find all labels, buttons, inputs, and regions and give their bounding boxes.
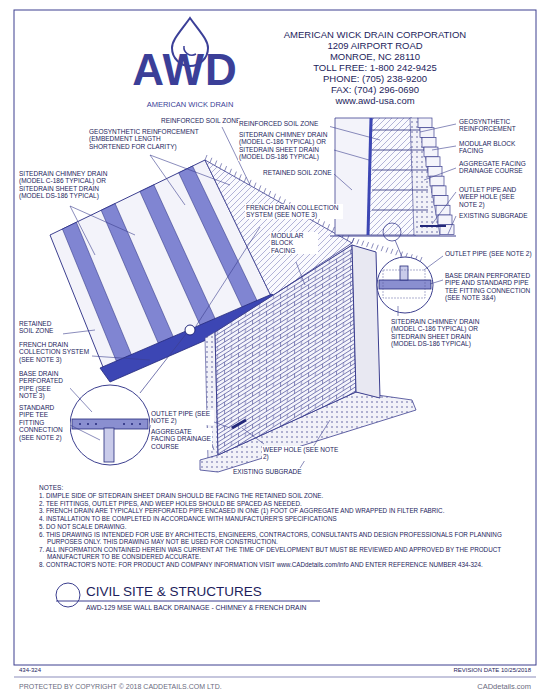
logo-tagline: AMERICAN WICK DRAIN [115,101,265,110]
detail-marker [185,325,195,335]
note-text: 2. TEE FITTINGS, OUTLET PIPES, AND WEEP … [38,500,508,507]
callout-label: SITEDRAIN CHIMNEY DRAIN (MODEL C-186 TYP… [390,318,490,348]
outlet-pipe [232,420,246,428]
callout-label: EXISTING SUBGRADE [232,468,322,475]
drawing-subtitle: AWD-129 MSE WALL BACK DRAINAGE - CHIMNEY… [85,604,385,612]
callout-label: SITEDRAIN CHIMNEY DRAIN (MODEL C-186 TYP… [18,170,118,200]
logo-wordmark: AWD [120,48,250,92]
notes-heading: NOTES: [38,484,98,491]
company-city: MONROE, NC 28110 [270,52,480,63]
note-text: 6. THIS DRAWING IS INTENDED FOR USE BY A… [38,531,508,545]
callout-label: OUTLET PIPE (SEE NOTE 2) [150,410,214,425]
revision-date: REVISION DATE 10/25/2018 [380,667,532,674]
inset-chimney-drain [368,118,371,235]
callout-label: RETAINED SOIL ZONE [18,320,63,335]
callout-label: OUTLET PIPE AND WEEP HOLE (SEE NOTE 2) [458,186,534,208]
inset-detail-circle [377,257,433,313]
callout-label: FRENCH DRAIN COLLECTION SYSTEM (SEE NOTE… [18,341,92,363]
company-phone: PHONE: (705) 238-9200 [270,74,480,85]
perforated-pipe [72,419,148,429]
note-text: 3. FRENCH DRAIN ARE TYPICALLY PERFORATED… [38,507,508,514]
modular-block-wall [215,245,356,455]
callout-label: BASE DRAIN PERFORATED PIPE AND STANDARD … [444,272,534,302]
callout-label: AGGREGATE FACING DRAINAGE COURSE [150,428,212,450]
callout-label: SITEDRAIN CHIMNEY DRAIN (MODEL C-186 TYP… [238,131,334,161]
inset-reinforced-soil [368,118,416,235]
company-name: AMERICAN WICK DRAIN CORPORATION [270,30,480,41]
company-fax: FAX: (704) 296-0690 [270,85,480,96]
callout-label: MODULAR BLOCK FACING [458,140,534,155]
note-text: 4. INSTALLATION TO BE COMPLETED IN ACCOR… [38,515,508,522]
company-website: www.awd-usa.com [270,96,480,107]
note-text: 8. CONTRACTOR'S NOTE: FOR PRODUCT AND CO… [38,561,508,568]
title-circle [56,583,80,607]
callout-label: OUTLET PIPE (SEE NOTE 2) [444,250,534,257]
callout-label: RETAINED SOIL ZONE [262,169,334,176]
callout-label: REINFORCED SOIL ZONE [238,120,330,127]
note-text: 7. ALL INFORMATION CONTAINED HEREIN WAS … [38,546,508,560]
callout-label: GEOSYNTHETIC REINFORCEMENT (EMBEDMENT LE… [88,128,200,150]
callout-label: MODULAR BLOCK FACING [270,232,318,254]
site-name: CADdetails.com [400,683,532,692]
sheet-title: CIVIL SITE & STRUCTURES [85,584,365,600]
tee-fitting [104,428,114,462]
copyright-notice: PROTECTED BY COPYRIGHT © 2018 CADDETAILS… [18,683,318,691]
company-phone: TOLL FREE: 1-800 242-9425 [270,63,480,74]
note-text: 1. DIMPLE SIDE OF SITEDRAIN SHEET DRAIN … [38,492,508,499]
leader-lines [62,124,456,468]
detail-circle [70,385,150,465]
sheet-border [14,10,536,665]
callout-label: BASE DRAIN PERFORATED PIPE (SEE NOTE 3) [18,370,70,400]
reference-number: 434-324 [18,667,78,674]
callout-label: GEOSYNTHETIC REINFORCEMENT [458,118,534,133]
callout-label: EXISTING SUBGRADE [458,212,534,219]
callout-label: FRENCH DRAIN COLLECTION SYSTEM (SEE NOTE… [245,204,343,219]
callout-label: STANDARD PIPE TEE FITTING CONNECTION (SE… [18,404,70,441]
callout-label: WEEP HOLE (SEE NOTE 2) [262,446,342,461]
note-text: 5. DO NOT SCALE DRAWING. [38,523,508,530]
callout-label: AGGREGATE FACING DRAINAGE COURSE [458,160,534,175]
company-address: 1209 AIRPORT ROAD [270,41,480,52]
